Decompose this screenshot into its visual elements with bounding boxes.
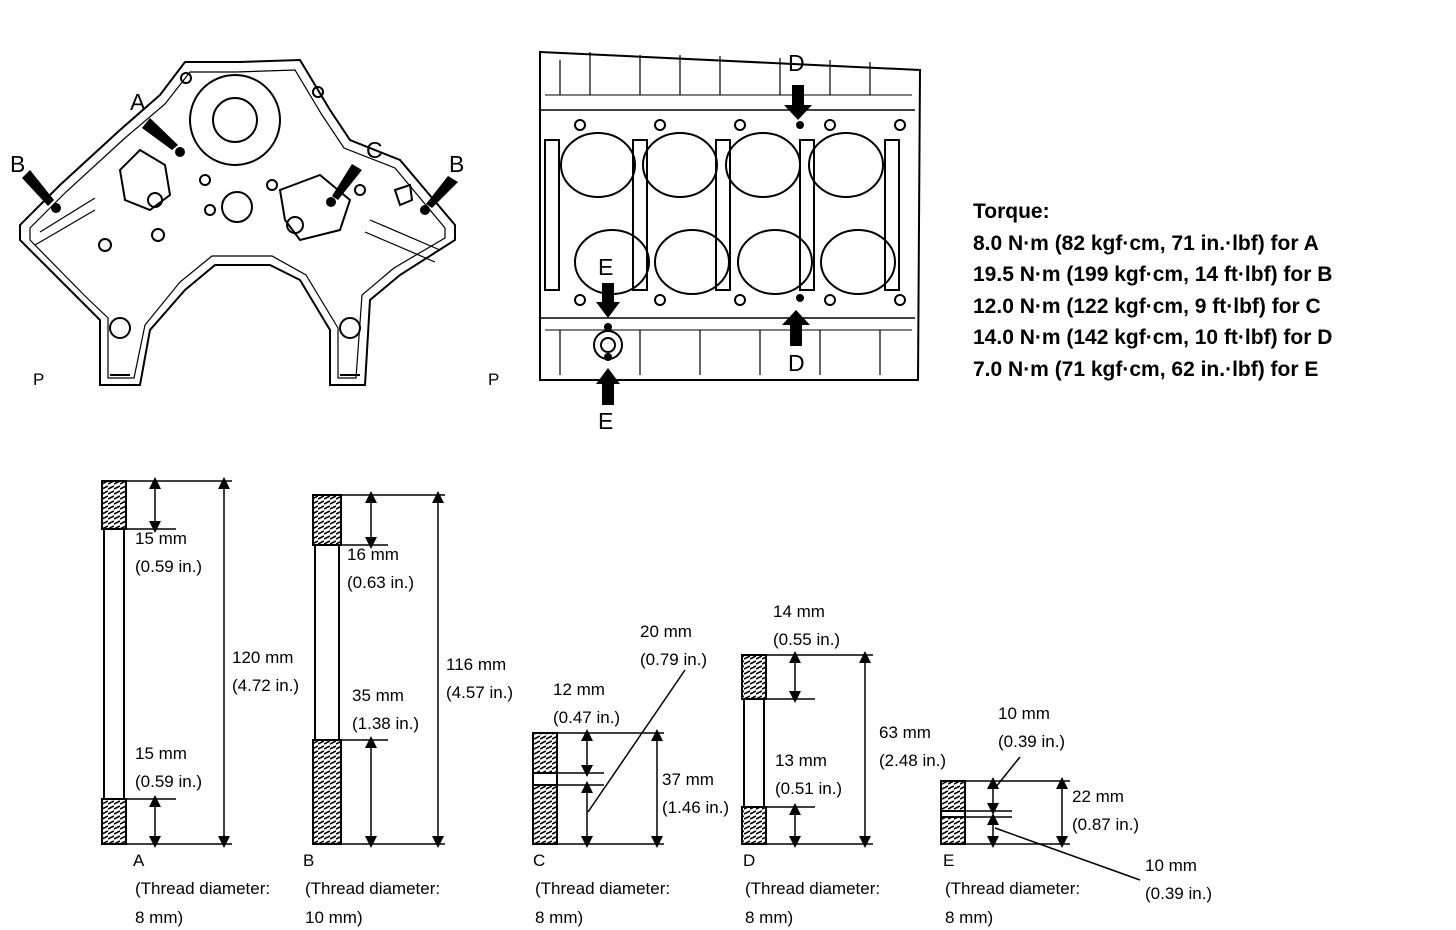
- marker-d-top-label: D: [788, 50, 805, 76]
- bolt-d-length: 63 mm: [879, 723, 931, 742]
- bolt-e-drawing: [940, 756, 1141, 881]
- bolt-a-length: 120 mm: [232, 648, 294, 667]
- torque-spec: Torque: 8.0 N·m (82 kgf·cm, 71 in.·lbf) …: [973, 196, 1332, 385]
- front-view-p-label: P: [33, 370, 45, 389]
- bolt-d-bottom-thread-in: (0.51 in.): [775, 779, 843, 798]
- bolt-e-thread-value: 8 mm): [945, 908, 994, 927]
- bolt-d-drawing: [741, 651, 873, 848]
- bolt-d-thread-value: 8 mm): [745, 908, 794, 927]
- marker-b-left-label: B: [10, 151, 26, 177]
- bolt-a-bottom-thread: 15 mm: [135, 744, 187, 763]
- bolt-d-top-thread-in: (0.55 in.): [773, 630, 841, 649]
- bolt-a-top-thread: 15 mm: [135, 529, 187, 548]
- bolt-b-thread-label: (Thread diameter:: [305, 879, 441, 898]
- bolt-b-bottom-thread: 35 mm: [352, 686, 404, 705]
- bolt-e-top-thread: 10 mm: [998, 704, 1050, 723]
- bolt-a-letter: A: [133, 851, 145, 870]
- torque-line-a: 8.0 N·m (82 kgf·cm, 71 in.·lbf) for A: [973, 231, 1319, 255]
- torque-line-d: 14.0 N·m (142 kgf·cm, 10 ft·lbf) for D: [973, 326, 1333, 349]
- front-view-markers: [22, 118, 458, 215]
- marker-e-bottom-label: E: [598, 408, 614, 434]
- bolt-b-bottom-thread-in: (1.38 in.): [352, 714, 420, 733]
- torque-line-c: 12.0 N·m (122 kgf·cm, 9 ft·lbf) for C: [973, 294, 1321, 318]
- bolt-d-bottom-thread: 13 mm: [775, 751, 827, 770]
- marker-b-right-label: B: [449, 151, 465, 177]
- bolt-e-letter: E: [943, 851, 955, 870]
- bolt-c-top-thread-in: (0.47 in.): [553, 708, 621, 727]
- bolt-a-thread-value: 8 mm): [135, 908, 184, 927]
- bolt-c-thread-value: 8 mm): [535, 908, 584, 927]
- top-view-p-label: P: [488, 370, 500, 389]
- bolt-c-mid: 20 mm: [640, 622, 692, 641]
- bolt-d-letter: D: [743, 851, 756, 870]
- bolt-e-thread-label: (Thread diameter:: [945, 879, 1081, 898]
- bolt-c-length-in: (1.46 in.): [662, 798, 730, 817]
- bolt-c-mid-in: (0.79 in.): [640, 650, 708, 669]
- torque-line-b: 19.5 N·m (199 kgf·cm, 14 ft·lbf) for B: [973, 263, 1333, 286]
- bolt-a-top-thread-in: (0.59 in.): [135, 557, 203, 576]
- bolt-e-bottom-thread: 10 mm: [1145, 856, 1197, 875]
- torque-title: Torque:: [973, 200, 1050, 223]
- bolt-b-length: 116 mm: [446, 655, 507, 674]
- bolt-a-length-in: (4.72 in.): [232, 676, 300, 695]
- engine-block-top-view: [539, 50, 922, 381]
- bolt-d-top-thread: 14 mm: [773, 602, 825, 621]
- bolt-c-drawing: [532, 669, 686, 848]
- bolt-b-drawing: [312, 491, 445, 848]
- bolt-a-thread-label: (Thread diameter:: [135, 879, 271, 898]
- marker-d-bottom-label: D: [788, 350, 805, 376]
- bolt-a-drawing: [101, 477, 232, 848]
- bolt-c-letter: C: [533, 851, 546, 870]
- marker-a-label: A: [130, 89, 146, 115]
- bolt-d-thread-label: (Thread diameter:: [745, 879, 881, 898]
- engine-block-front-view: [19, 58, 456, 386]
- bolt-e-length: 22 mm: [1072, 787, 1124, 806]
- marker-e-top-label: E: [598, 254, 614, 280]
- bolt-b-thread-value: 10 mm): [305, 908, 363, 927]
- bolt-c-thread-label: (Thread diameter:: [535, 879, 671, 898]
- torque-line-e: 7.0 N·m (71 kgf·cm, 62 in.·lbf) for E: [973, 357, 1319, 381]
- bolt-e-top-thread-in: (0.39 in.): [998, 732, 1066, 751]
- bolt-a-bottom-thread-in: (0.59 in.): [135, 772, 203, 791]
- bolt-b-top-thread-in: (0.63 in.): [347, 573, 415, 592]
- bolt-b-letter: B: [303, 851, 315, 870]
- bolt-c-length: 37 mm: [662, 770, 714, 789]
- bolt-b-top-thread: 16 mm: [347, 545, 399, 564]
- bolt-e-length-in: (0.87 in.): [1072, 815, 1140, 834]
- bolt-c-top-thread: 12 mm: [553, 680, 605, 699]
- top-view-markers: [596, 85, 812, 405]
- marker-c-label: C: [366, 137, 383, 163]
- bolt-e-bottom-thread-in: (0.39 in.): [1145, 884, 1213, 903]
- bolt-d-length-in: (2.48 in.): [879, 751, 947, 770]
- bolt-b-length-in: (4.57 in.): [446, 683, 514, 702]
